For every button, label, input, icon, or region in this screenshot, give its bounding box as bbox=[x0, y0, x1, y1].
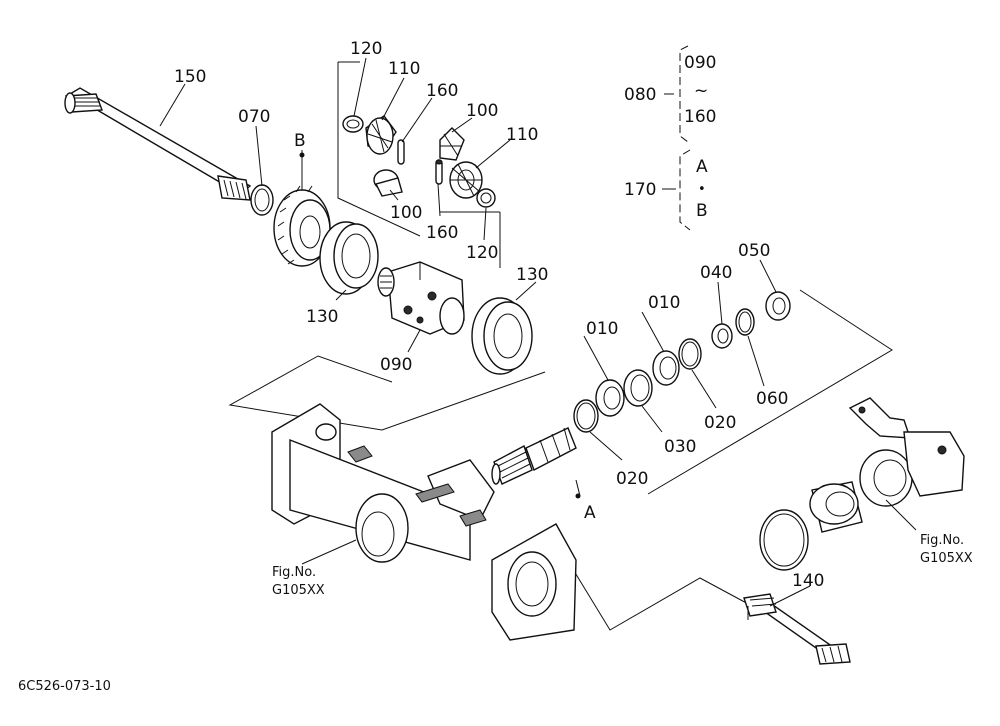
legend-bracket-080 bbox=[664, 45, 689, 143]
bushing-right bbox=[809, 481, 863, 533]
diff-case-090 bbox=[377, 261, 465, 335]
pinion-gear-100-bottom bbox=[373, 169, 403, 197]
label-100-top: 100 bbox=[466, 101, 498, 121]
label-060: 060 bbox=[756, 389, 788, 409]
legend-170-to: B bbox=[696, 201, 708, 221]
pinion-gear-100-top bbox=[439, 127, 465, 161]
axle-shaft-150 bbox=[64, 87, 252, 201]
ring-gear-b bbox=[273, 185, 331, 267]
reference-lines bbox=[228, 61, 893, 631]
legend-080-tilde: ~ bbox=[694, 81, 708, 101]
label-a: A bbox=[584, 503, 596, 523]
figure-ref-right-line1: Fig.No. bbox=[920, 533, 964, 548]
o-ring-right bbox=[759, 509, 809, 571]
label-110-right: 110 bbox=[506, 125, 538, 145]
label-150: 150 bbox=[174, 67, 206, 87]
figure-ref-right-line2: G105XX bbox=[920, 551, 973, 566]
marker-a-dot bbox=[575, 493, 581, 499]
pinion-shaft-160-bottom bbox=[435, 159, 443, 185]
diagram-code: 6C526-073-10 bbox=[18, 679, 111, 694]
legend-170-dot: • bbox=[698, 182, 706, 197]
label-010-lower: 010 bbox=[586, 319, 618, 339]
label-110-top: 110 bbox=[388, 59, 420, 79]
label-020-upper: 020 bbox=[704, 413, 736, 433]
bearing-010-lower bbox=[595, 379, 625, 417]
figure-ref-left: Fig.No. G105XX bbox=[272, 565, 325, 598]
legend-bracket-170 bbox=[662, 149, 691, 231]
washer-120-bottom bbox=[476, 188, 496, 208]
figure-ref-left-line2: G105XX bbox=[272, 583, 325, 598]
oil-seal-050 bbox=[765, 291, 791, 321]
legend-text: 080 090 ~ 160 170 A • B bbox=[624, 53, 716, 221]
washer-120-top bbox=[342, 115, 364, 133]
label-160-bottom: 160 bbox=[426, 223, 458, 243]
part-labels: 150 120 110 160 100 110 070 B 100 160 12… bbox=[174, 39, 824, 591]
label-020-lower: 020 bbox=[616, 469, 648, 489]
figure-ref-left-line1: Fig.No. bbox=[272, 565, 316, 580]
leader-lines bbox=[159, 57, 917, 607]
shaft-140 bbox=[743, 593, 851, 665]
drive-pinion-a bbox=[491, 427, 577, 485]
circlip-060 bbox=[735, 308, 755, 336]
label-070: 070 bbox=[238, 107, 270, 127]
shim-020-upper bbox=[678, 338, 702, 370]
bearing-130-left bbox=[319, 221, 379, 295]
axle-housing bbox=[271, 403, 577, 641]
side-gear-110-right bbox=[449, 161, 483, 199]
steering-knuckle bbox=[848, 397, 965, 507]
label-010-upper: 010 bbox=[648, 293, 680, 313]
label-130-right: 130 bbox=[516, 265, 548, 285]
shim-020-lower bbox=[573, 399, 599, 433]
label-b: B bbox=[294, 131, 306, 151]
label-040: 040 bbox=[700, 263, 732, 283]
label-120-bottom: 120 bbox=[466, 243, 498, 263]
spacer-030 bbox=[623, 369, 653, 407]
label-130-left: 130 bbox=[306, 307, 338, 327]
label-140: 140 bbox=[792, 571, 824, 591]
label-030: 030 bbox=[664, 437, 696, 457]
bearing-130-right bbox=[471, 297, 533, 375]
side-gear-110-left bbox=[365, 115, 397, 155]
circlip-070 bbox=[250, 184, 274, 216]
legend-080-code: 080 bbox=[624, 85, 656, 105]
legend-080-to: 160 bbox=[684, 107, 716, 127]
label-050: 050 bbox=[738, 241, 770, 261]
pinion-shaft-160-top bbox=[397, 139, 405, 165]
marker-b-dot bbox=[299, 152, 305, 158]
label-160-top: 160 bbox=[426, 81, 458, 101]
legend-080-from: 090 bbox=[684, 53, 716, 73]
label-120-top: 120 bbox=[350, 39, 382, 59]
collar-040 bbox=[711, 323, 733, 349]
legend-170-code: 170 bbox=[624, 180, 656, 200]
bearing-010-upper bbox=[652, 350, 680, 386]
label-090: 090 bbox=[380, 355, 412, 375]
figure-ref-right: Fig.No. G105XX bbox=[920, 533, 973, 566]
label-100-bottom: 100 bbox=[390, 203, 422, 223]
legend-170-from: A bbox=[696, 157, 708, 177]
